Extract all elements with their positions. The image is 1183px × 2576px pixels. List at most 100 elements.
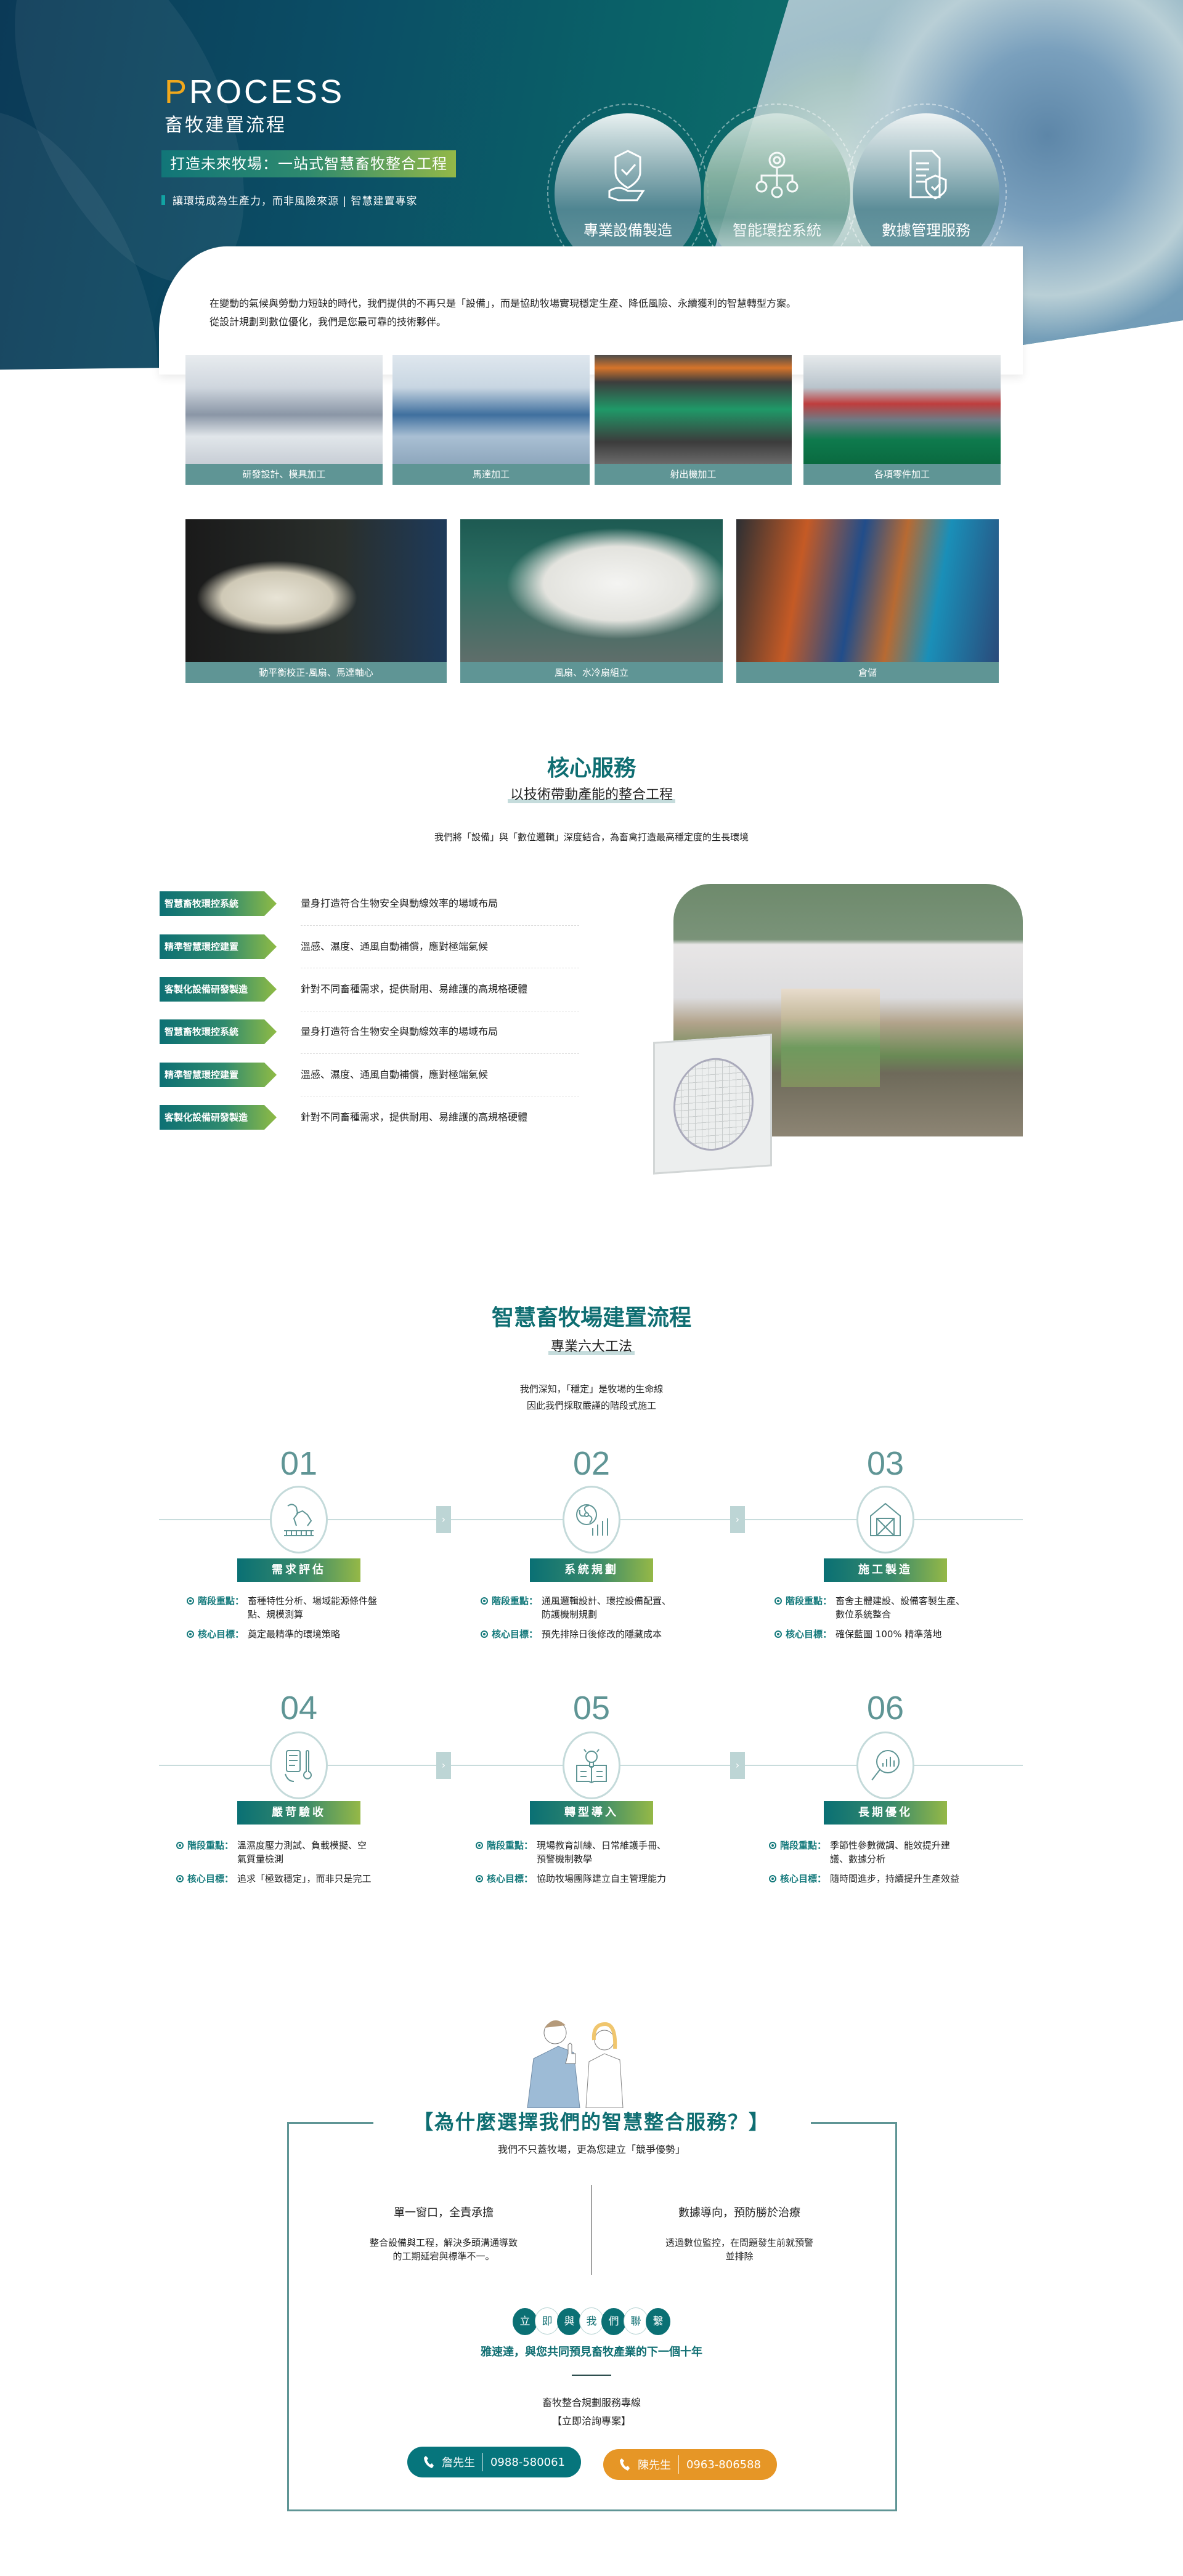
contact-char: 繫 <box>646 2308 670 2335</box>
why-box <box>287 2122 897 2511</box>
step-number: 06 <box>866 1690 905 1727</box>
step-icon-ring <box>856 1732 914 1799</box>
livestock-icon <box>284 1504 314 1536</box>
goal-label-text: 核心目標： <box>487 1873 534 1884</box>
gallery-photo: 各項零件加工 <box>803 355 1001 485</box>
goal-label-text: 核心目標： <box>187 1873 234 1884</box>
goal-text: 確保藍圖 100% 精準落地 <box>835 1629 942 1640</box>
goal-label: 核心目標： <box>176 1872 234 1885</box>
phone-icon <box>620 2458 630 2471</box>
process-subtitle: 專業六大工法 <box>0 1335 1183 1355</box>
contact-name: 詹先生 <box>442 2457 475 2469</box>
fan-image <box>653 1034 772 1175</box>
service-tag: 智慧畜牧環控系統 <box>160 891 277 916</box>
step-details: 階段重點：通風邏輯設計、環控設備配置、防護機制規劃 核心目標：預先排除日後修改的… <box>481 1594 678 1641</box>
service-tag: 智慧畜牧環控系統 <box>160 1019 277 1044</box>
goal-label: 核心目標： <box>481 1627 538 1641</box>
step-icon-ring <box>270 1732 328 1799</box>
why-col-1: 單一窗口，全責承擔 整合設備與工程，解決多頭溝通導致 的工期延宕與標準不一。 <box>320 2204 567 2263</box>
divider <box>301 925 579 926</box>
hand-shield-icon <box>608 149 645 201</box>
focus-label: 階段重點： <box>481 1594 538 1621</box>
photo-caption: 倉儲 <box>736 662 999 683</box>
focus-label: 階段重點： <box>187 1594 244 1621</box>
tagline-text: 讓環境成為生產力，而非風險來源 | 智慧建置專家 <box>173 195 418 208</box>
step-number: 05 <box>572 1690 611 1727</box>
goal-label: 核心目標： <box>476 1872 533 1885</box>
hero-title: PROCESS <box>165 73 344 111</box>
separator <box>482 2453 483 2471</box>
contact-char: 們 <box>601 2308 626 2335</box>
step-arrow: › <box>730 1752 745 1779</box>
gear-network-icon <box>755 152 799 198</box>
why-col-text: 整合設備與工程，解決多頭溝通導致 <box>369 2237 518 2248</box>
focus-text: 季節性參數微調、能效提升建議、數據分析 <box>830 1840 951 1865</box>
magnifier-chart-icon <box>871 1750 900 1781</box>
step-number: 03 <box>866 1445 905 1482</box>
goal-text: 追求「極致穩定」，而非只是完工 <box>237 1873 372 1884</box>
photo-caption: 動平衡校正-風扇、馬達軸心 <box>185 662 447 683</box>
why-col-text: 透過數位監控，在問題發生前就預警 <box>665 2237 813 2248</box>
gallery-photo: 風扇、水冷扇組立 <box>460 519 723 683</box>
why-title: 【為什麼選擇我們的智慧整合服務？】 <box>413 2110 770 2134</box>
step-number: 01 <box>280 1445 318 1482</box>
tagline-marker <box>161 195 165 205</box>
step-title: 系統規劃 <box>530 1558 653 1582</box>
step-focus: 階段重點：通風邏輯設計、環控設備配置、防護機制規劃 <box>481 1594 678 1621</box>
barn-icon <box>870 1502 901 1536</box>
step-number: 04 <box>280 1690 318 1727</box>
contact-phone: 0963-806588 <box>686 2458 762 2471</box>
focus-label-text: 階段重點： <box>198 1595 245 1606</box>
intro-text: 在變動的氣候與勞動力短缺的時代，我們提供的不再只是「設備」，而是協助牧場實現穩定… <box>209 294 796 331</box>
gallery-photo: 射出機加工 <box>595 355 792 485</box>
goal-label-text: 核心目標： <box>780 1873 827 1884</box>
hero-tagline: 讓環境成為生產力，而非風險來源 | 智慧建置專家 <box>161 192 418 208</box>
step-title: 長期優化 <box>824 1801 947 1825</box>
call-button-chen[interactable]: 陳先生 0963-806588 <box>603 2449 777 2480</box>
process-desc-line: 我們深知，「穩定」是牧場的生命線 <box>519 1383 664 1395</box>
service-tag: 精準智慧環控建置 <box>160 934 277 959</box>
intro-line: 在變動的氣候與勞動力短缺的時代，我們提供的不再只是「設備」，而是協助牧場實現穩定… <box>209 298 797 309</box>
step-goal: 核心目標：預先排除日後修改的隱藏成本 <box>481 1627 678 1641</box>
target-icon <box>481 1597 488 1605</box>
separator <box>678 2455 679 2474</box>
focus-label-text: 階段重點： <box>187 1840 234 1851</box>
step-icon-ring <box>563 1486 620 1553</box>
focus-text: 溫濕度壓力測試、負載模擬、空氣質量檢測 <box>237 1840 367 1865</box>
bubble-label: 數據管理服務 <box>882 221 970 239</box>
target-icon <box>769 1842 776 1849</box>
contact-name: 陳先生 <box>638 2459 671 2472</box>
hotline-label: 畜牧整合規劃服務專線 <box>542 2397 641 2408</box>
photo-caption: 研發設計、模具加工 <box>185 464 383 485</box>
document-shield-icon <box>909 150 947 200</box>
service-tag: 精準智慧環控建置 <box>160 1063 277 1087</box>
step-focus: 階段重點：畜舍主體建設、設備客製生產、數位系統整合 <box>774 1594 972 1621</box>
process-title: 智慧畜牧場建置流程 <box>491 1305 691 1331</box>
hero-banner: 打造未來牧場：一站式智慧畜牧整合工程 <box>161 150 456 177</box>
thermometer-tablet-icon <box>285 1750 312 1782</box>
why-col-text: 並排除 <box>725 2251 754 2262</box>
service-tag: 客製化設備研發製造 <box>160 1105 277 1130</box>
target-icon <box>774 1597 782 1605</box>
process-desc-line: 因此我們採取嚴謹的階段式施工 <box>526 1400 656 1411</box>
goal-label: 核心目標： <box>774 1627 832 1641</box>
focus-label-text: 階段重點： <box>780 1840 827 1851</box>
step-details: 階段重點：畜舍主體建設、設備客製生產、數位系統整合 核心目標：確保藍圖 100%… <box>774 1594 972 1641</box>
focus-text: 現場教育訓練、日常維護手冊、預警機制教學 <box>537 1840 667 1865</box>
service-text: 溫感、濕度、通風自動補償，應對極端氣候 <box>301 1069 489 1080</box>
fan-chart-icon <box>576 1504 608 1536</box>
cta-label: 【立即洽詢專案】 <box>551 2415 631 2427</box>
step-goal: 核心目標：確保藍圖 100% 精準落地 <box>774 1627 972 1641</box>
step-arrow: › <box>730 1506 745 1533</box>
focus-label: 階段重點： <box>176 1839 234 1866</box>
divider <box>301 1053 579 1054</box>
step-goal: 核心目標：奠定最精準的環境策略 <box>187 1627 384 1641</box>
contact-char: 我 <box>579 2307 604 2335</box>
focus-text: 畜舍主體建設、設備客製生產、數位系統整合 <box>835 1595 966 1620</box>
goal-text: 奠定最精準的環境策略 <box>248 1629 341 1640</box>
target-icon <box>774 1630 782 1638</box>
step-icon-ring <box>856 1486 914 1553</box>
contact-char: 聯 <box>624 2307 648 2335</box>
step-title: 嚴苛驗收 <box>237 1801 360 1825</box>
